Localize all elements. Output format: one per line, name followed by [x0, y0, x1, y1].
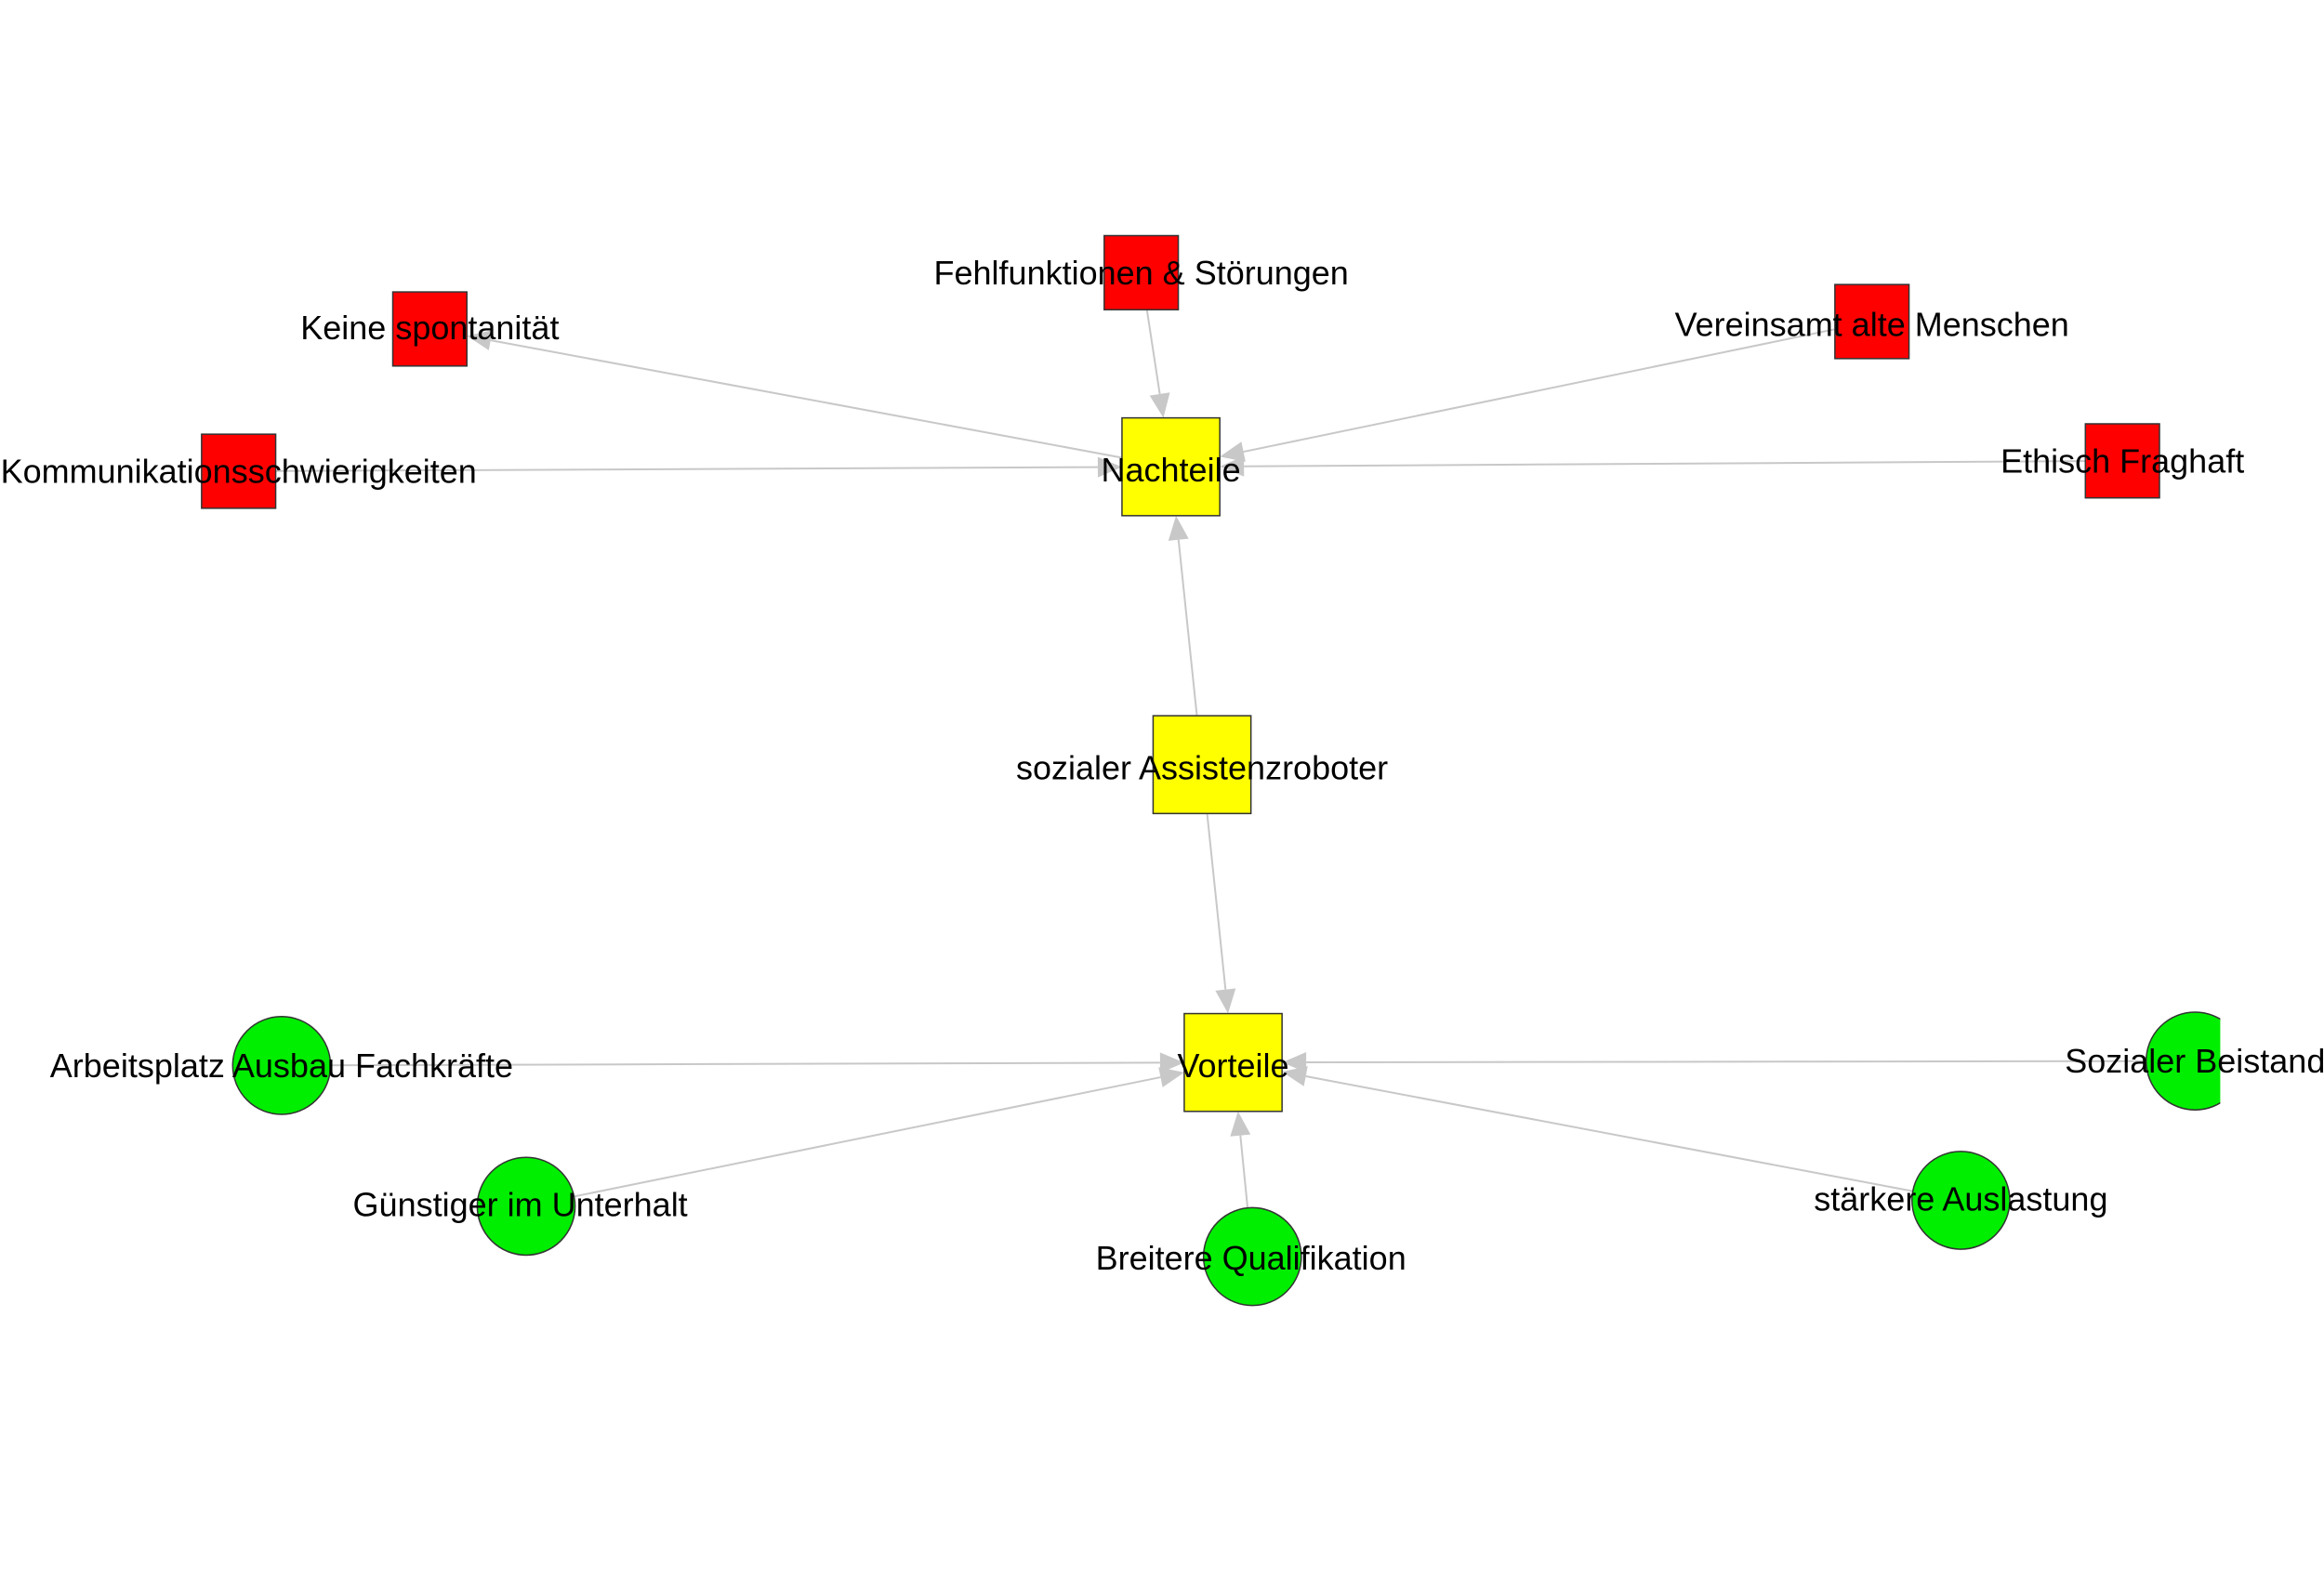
arrowhead-fehl-to-nachteile: [1149, 392, 1170, 418]
labels-layer: sozialer Assistenzroboter NachteileVortei…: [1, 254, 2324, 1277]
edge-staerker-to-vorteile: [1305, 1074, 1961, 1202]
arrowhead-center-to-vorteile: [1215, 988, 1236, 1014]
node-center-square: [1152, 715, 1252, 815]
arrowhead-staerker-to-vorteile: [1282, 1066, 1308, 1086]
edge-nachteile-to-keine: [490, 339, 1171, 468]
node-ethisch-square: [2084, 423, 2160, 499]
node-nachteile-square: [1121, 416, 1221, 517]
node-label-keine: Keine spontanität: [300, 309, 559, 347]
node-vorteile-square: [1183, 1012, 1283, 1113]
node-label-verein: Vereinsamt alte Menschen: [1675, 306, 2069, 344]
node-komm-square: [201, 433, 277, 509]
node-label-fehl: Fehlfunktionen & Störungen: [934, 254, 1349, 292]
arrowhead-center-to-nachteile: [1168, 515, 1189, 541]
arrowhead-nachteile-to-keine: [467, 330, 493, 350]
node-label-nachteile: Nachteile: [1102, 451, 1241, 489]
edge-sozial-to-vorteile: [1306, 1060, 2196, 1064]
arrowhead-sozial-to-vorteile: [1282, 1052, 1307, 1073]
arrowhead-ethisch-to-nachteile: [1220, 455, 1245, 477]
arrowhead-arbeit-to-vorteile: [1159, 1052, 1184, 1073]
node-verein-square: [1834, 283, 1910, 360]
node-label-center: sozialer Assistenzroboter: [1016, 748, 1388, 786]
node-label-breiter: Breitere Qualifikation: [1096, 1239, 1406, 1277]
node-label-komm: Kommunikationsschwierigkeiten: [1, 453, 477, 491]
arrowhead-verein-to-nachteile: [1220, 441, 1246, 462]
node-label-staerker: stärkere Auslastung: [1814, 1179, 2107, 1218]
edge-komm-to-nachteile: [238, 466, 1098, 473]
edge-guenstig-to-vorteile: [525, 1076, 1161, 1207]
node-label-ethisch: Ethisch Fraghaft: [2000, 441, 2244, 480]
node-staerker-circle: [1911, 1151, 2011, 1250]
node-keine-square: [391, 291, 468, 367]
node-fehl-square: [1103, 234, 1180, 310]
node-label-vorteile: Vorteile: [1177, 1047, 1288, 1085]
node-breiter-circle: [1202, 1206, 1302, 1307]
arrowhead-komm-to-nachteile: [1097, 456, 1122, 478]
node-guenstig-circle: [476, 1156, 576, 1257]
edge-arbeit-to-vorteile: [281, 1061, 1160, 1067]
edge-ethisch-to-nachteile: [1244, 459, 2123, 467]
node-label-arbeit: Arbeitsplatz Ausbau Fachkräfte: [50, 1047, 513, 1085]
node-sozial-circle: [2145, 1011, 2221, 1111]
arrowhead-guenstig-to-vorteile: [1158, 1067, 1184, 1087]
node-label-sozial: Sozialer Beistand: [2065, 1042, 2324, 1080]
arrowhead-breiter-to-vorteile: [1230, 1111, 1251, 1137]
node-arbeit-circle: [231, 1016, 332, 1115]
node-label-guenstig: Günstiger im Unterhalt: [353, 1186, 688, 1224]
edge-verein-to-nachteile: [1243, 321, 1872, 454]
nodes-layer: [201, 234, 2221, 1307]
